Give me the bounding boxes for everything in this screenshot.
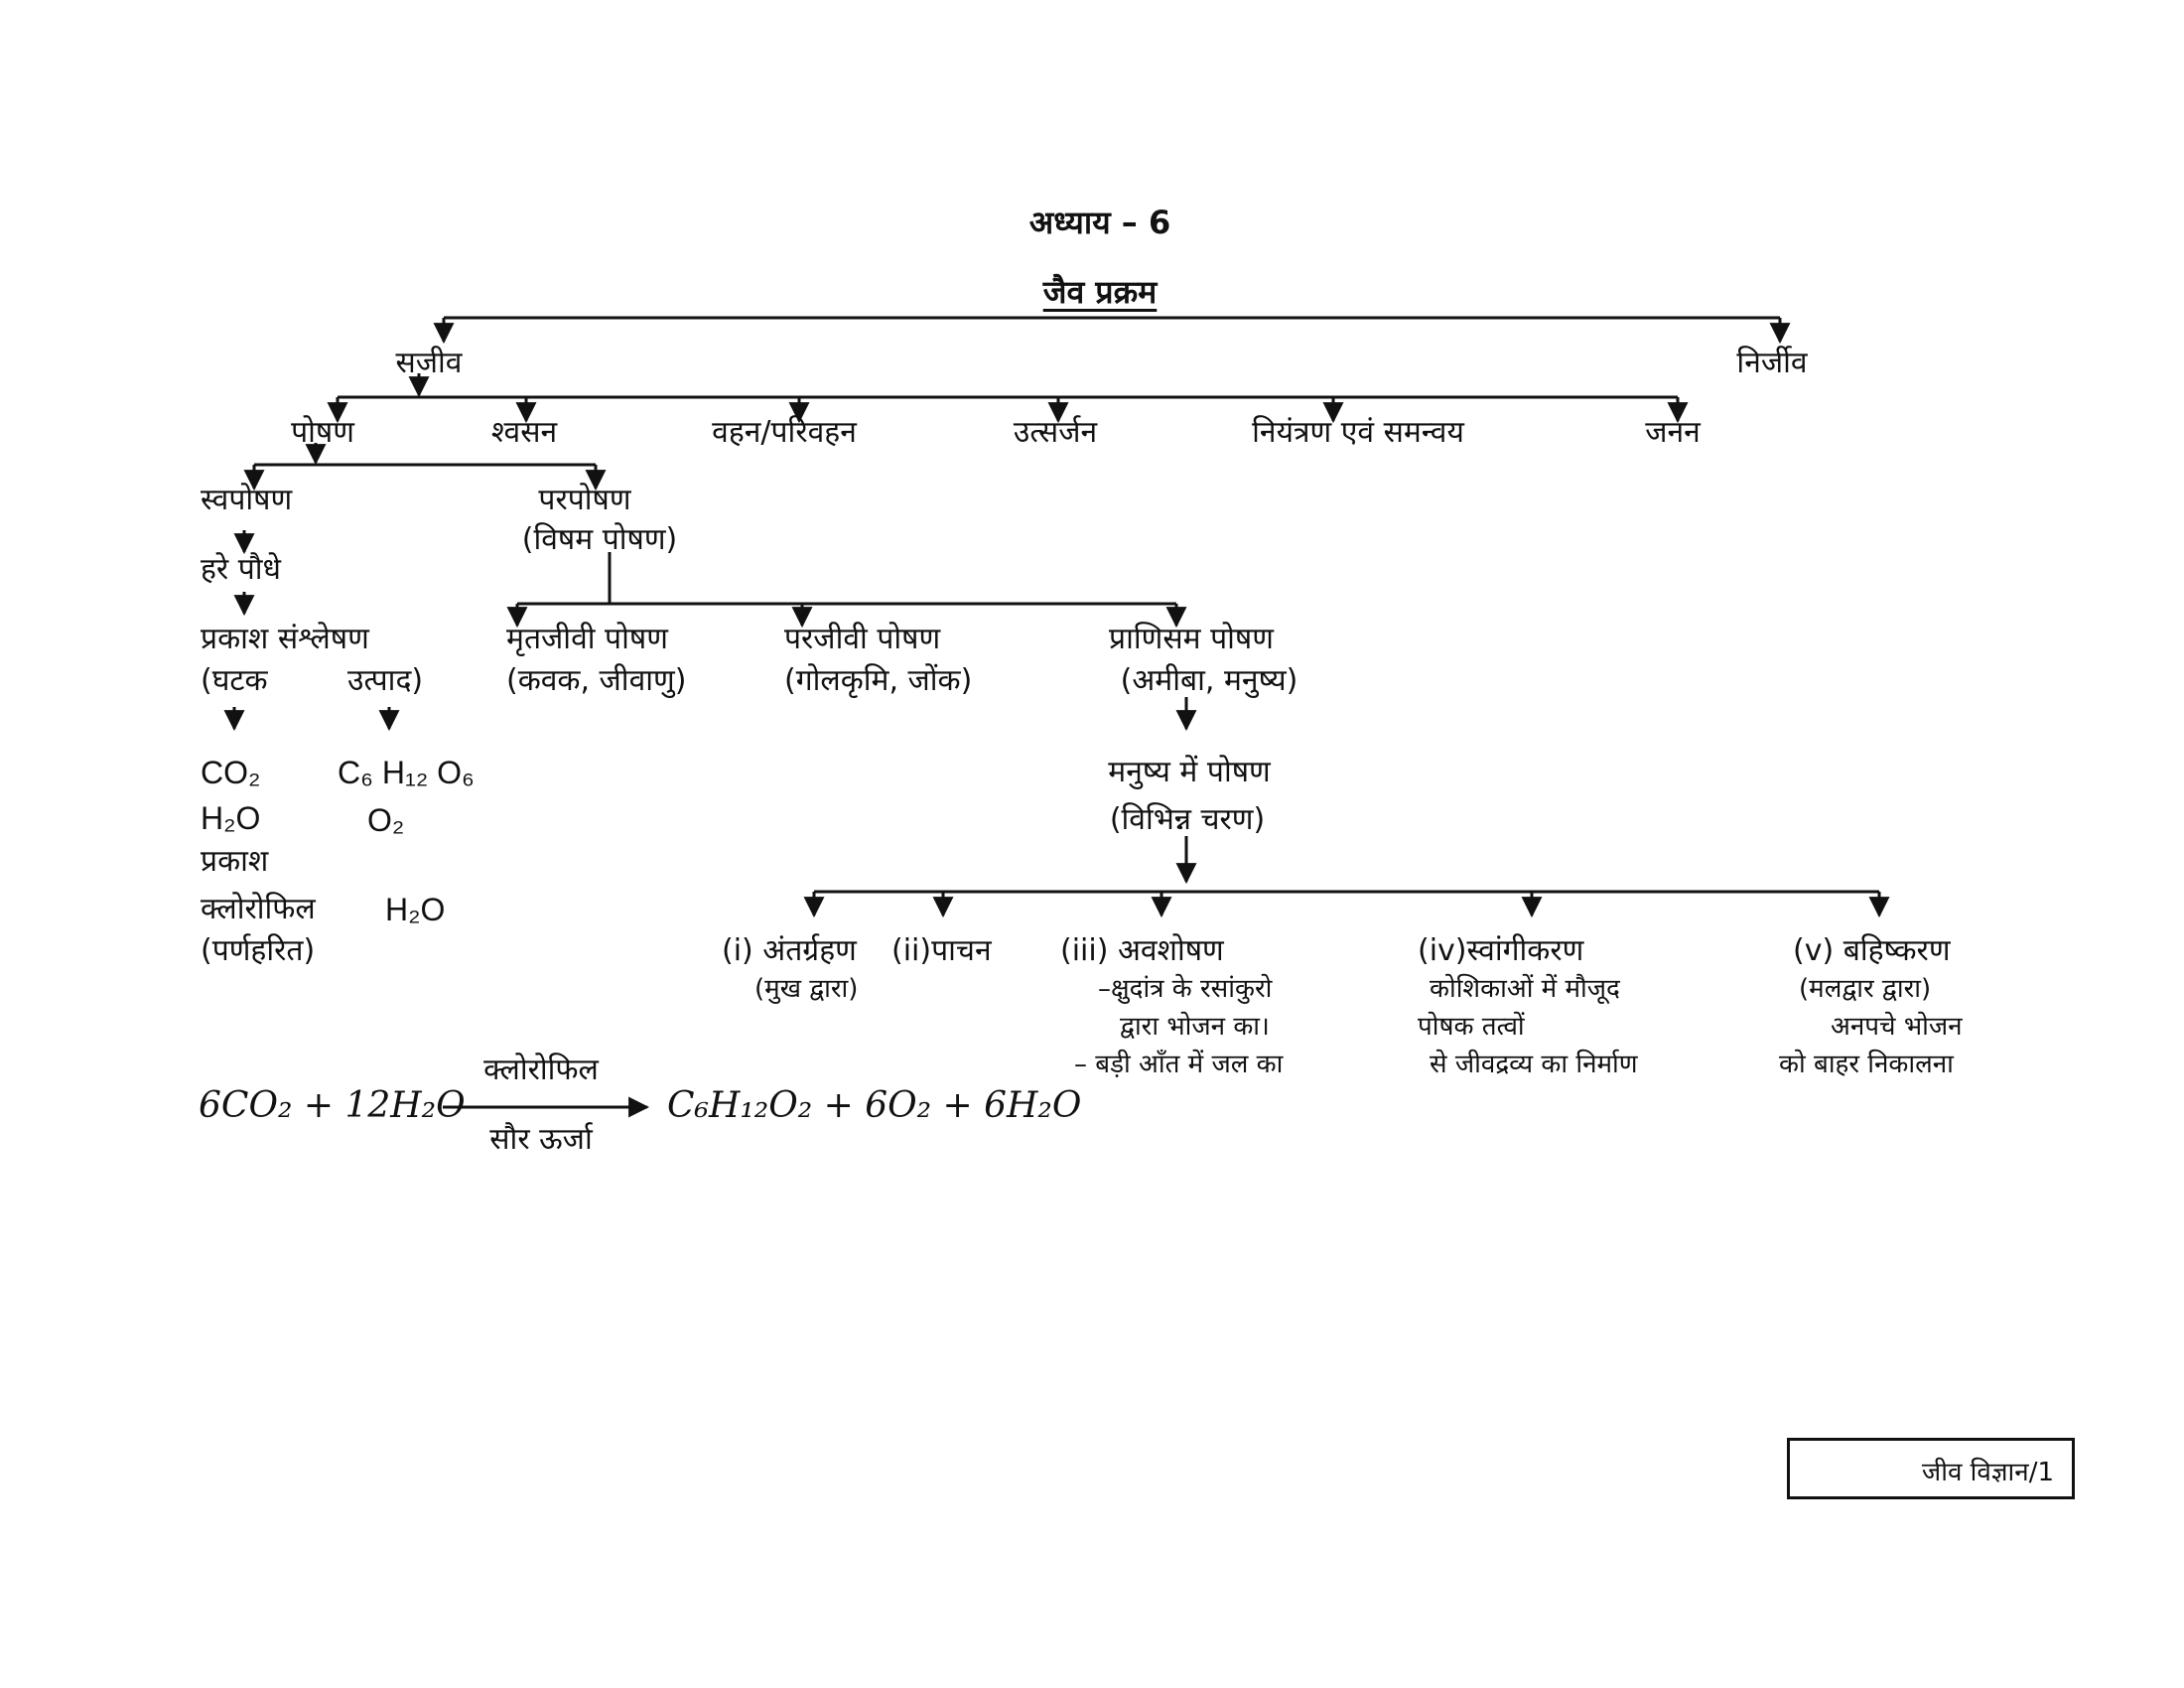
component-chlorophyll: क्लोरोफिल <box>201 892 316 926</box>
node-pranisam: प्राणिसम पोषण <box>1109 622 1274 656</box>
node-poshan: पोषण <box>291 415 354 450</box>
stage-5-line-2: अनपचे भोजन <box>1831 1012 1963 1042</box>
node-mritjivi: मृतजीवी पोषण <box>506 622 668 656</box>
equation-left: 6CO₂ + 12H₂O <box>199 1085 466 1126</box>
node-vahan: वहन/परिवहन <box>712 415 857 450</box>
diagram-title: जैव प्रक्रम <box>1042 273 1158 311</box>
equation-above-arrow: क्लोरोफिल <box>483 1053 599 1087</box>
stage-4-line-1: कोशिकाओं में मौजूद <box>1430 974 1620 1004</box>
node-niyantran: नियंत्रण एवं समन्वय <box>1252 415 1464 450</box>
component-prakash: प्रकाश <box>201 844 269 879</box>
node-pranisam-ex: (अमीबा, मनुष्य) <box>1120 663 1298 698</box>
node-manushya: मनुष्य में पोषण <box>1108 755 1271 789</box>
node-manushya-sub: (विभिन्न चरण) <box>1109 802 1266 837</box>
stage-4-label: (iv)स्वांगीकरण <box>1418 933 1584 968</box>
node-svaposhan: स्वपोषण <box>201 483 293 517</box>
stage-3-line-1: –क्षुदांत्र के रसांकुरो <box>1098 974 1273 1004</box>
page-footer: जीव विज्ञान/1 <box>1921 1458 2054 1487</box>
page-footer-box: जीव विज्ञान/1 <box>1787 1438 2075 1499</box>
product-glucose: C₆ H₁₂ O₆ <box>338 755 475 790</box>
component-parnharit: (पर्णहरित) <box>201 933 316 968</box>
node-paraposhan-sub: (विषम पोषण) <box>521 522 678 557</box>
node-paraposhan: परपोषण <box>538 483 631 517</box>
product-h2o: H₂O <box>385 892 446 927</box>
stage-3-line-3: – बड़ी आँत में जल का <box>1074 1050 1284 1079</box>
stage-4-line-3: से जीवद्रव्य का निर्माण <box>1430 1050 1638 1079</box>
stage-4-line-2: पोषक तत्वों <box>1418 1012 1525 1042</box>
node-mritjivi-ex: (कवक, जीवाणु) <box>506 663 687 698</box>
stage-5-line-3: को बाहर निकालना <box>1779 1050 1954 1079</box>
stage-3-label: (iii) अवशोषण <box>1060 933 1224 968</box>
chapter-heading: अध्याय – 6 <box>1028 204 1171 241</box>
node-parjivi: परजीवी पोषण <box>784 622 941 656</box>
label-ghatak: (घटक <box>201 663 268 698</box>
node-utsarjan: उत्सर्जन <box>1013 415 1098 450</box>
stage-1-line-1: (मुख द्वारा) <box>754 974 859 1004</box>
component-h2o: H₂O <box>201 800 261 836</box>
stage-2-label: (ii)पाचन <box>891 933 992 968</box>
stage-1-label: (i) अंतर्ग्रहण <box>722 933 857 968</box>
node-parjivi-ex: (गोलकृमि, जोंक) <box>784 663 973 698</box>
node-hare-paudhe: हरे पौधे <box>201 552 281 587</box>
equation-right: C₆H₁₂O₂ + 6O₂ + 6H₂O <box>667 1085 1082 1126</box>
stage-5-label: (v) बहिष्करण <box>1793 933 1951 968</box>
node-nirjiv: निर्जीव <box>1736 346 1808 380</box>
product-o2: O₂ <box>367 802 405 838</box>
node-sajiv: सजीव <box>395 346 463 380</box>
node-prakash-sansleshan: प्रकाश संश्लेषण <box>201 622 369 656</box>
node-shvasan: श्वसन <box>490 415 558 450</box>
stage-5-line-1: (मलद्वार द्वारा) <box>1799 974 1932 1004</box>
equation-below-arrow: सौर ऊर्जा <box>489 1122 593 1157</box>
label-utpad: उत्पाद) <box>347 663 424 698</box>
component-co2: CO₂ <box>201 755 261 790</box>
node-jannan: जनन <box>1645 415 1701 450</box>
stage-3-line-2: द्वारा भोजन का। <box>1120 1012 1270 1042</box>
